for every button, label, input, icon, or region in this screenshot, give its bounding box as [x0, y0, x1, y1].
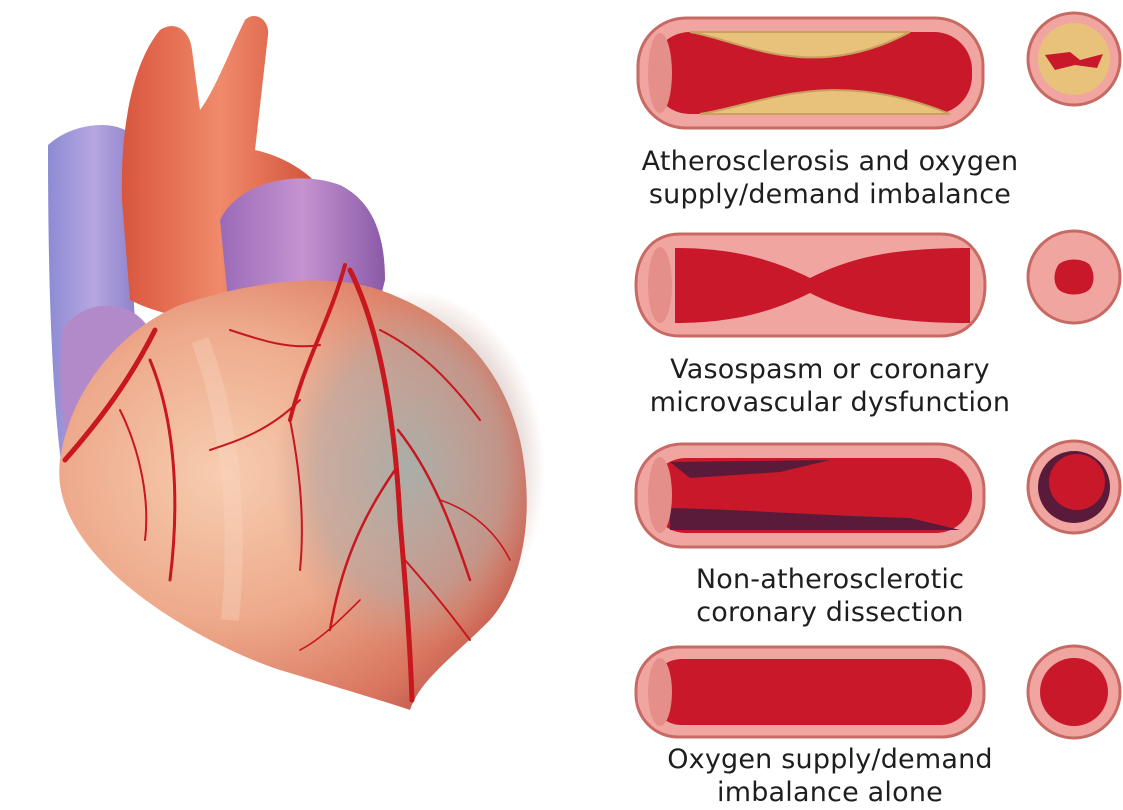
condition-row-imbalance: Oxygen supply/demand imbalance alone — [600, 643, 1123, 810]
condition-caption: Non-atherosclerotic coronary dissection — [600, 563, 1060, 629]
vessel-plaque-icon — [630, 10, 990, 135]
cross-section-spasm-icon — [1025, 228, 1123, 326]
caption-line-1: Vasospasm or coronary — [600, 353, 1060, 386]
condition-caption: Vasospasm or coronary microvascular dysf… — [600, 353, 1060, 419]
condition-caption: Atherosclerosis and oxygen supply/demand… — [600, 145, 1060, 211]
condition-caption: Oxygen supply/demand imbalance alone — [600, 743, 1060, 809]
caption-line-1: Atherosclerosis and oxygen — [600, 145, 1060, 178]
vessel-normal-icon — [630, 643, 990, 743]
caption-line-2: coronary dissection — [600, 596, 1060, 629]
caption-line-1: Non-atherosclerotic — [600, 563, 1060, 596]
caption-line-2: imbalance alone — [600, 776, 1060, 809]
cross-section-normal-icon — [1025, 643, 1123, 741]
condition-row-vasospasm: Vasospasm or coronary microvascular dysf… — [600, 228, 1123, 428]
condition-row-atherosclerosis: Atherosclerosis and oxygen supply/demand… — [600, 10, 1123, 225]
caption-line-2: microvascular dysfunction — [600, 386, 1060, 419]
condition-row-dissection: Non-atherosclerotic coronary dissection — [600, 438, 1123, 638]
heart-illustration — [0, 0, 600, 810]
cross-section-plaque-icon — [1025, 10, 1123, 108]
caption-line-1: Oxygen supply/demand — [600, 743, 1060, 776]
caption-line-2: supply/demand imbalance — [600, 178, 1060, 211]
vessel-spasm-icon — [630, 228, 990, 343]
cross-section-dissection-icon — [1025, 438, 1123, 536]
vessel-dissection-icon — [630, 438, 990, 553]
